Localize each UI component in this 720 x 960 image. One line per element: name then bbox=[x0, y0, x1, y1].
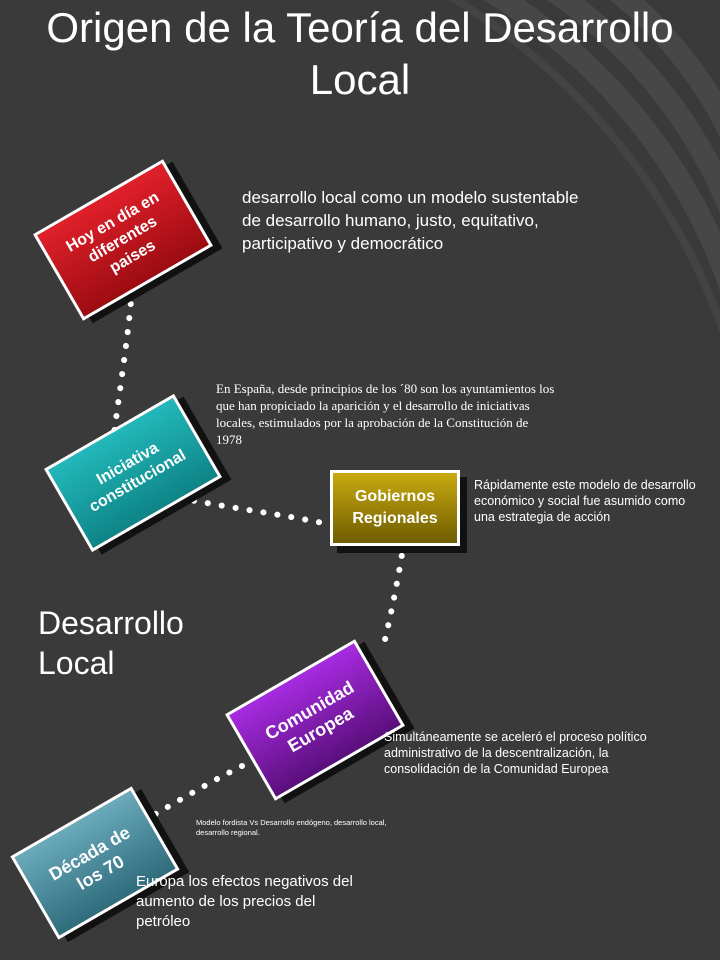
connector-gobiernos-comunidad bbox=[379, 539, 407, 655]
fordista-note: Modelo fordista Vs Desarrollo endógeno, … bbox=[196, 818, 387, 837]
box-gobiernos-regionales: Gobiernos Regionales bbox=[330, 470, 460, 546]
box-gobiernos-label: Gobiernos Regionales bbox=[352, 488, 438, 527]
gobiernos-description: Rápidamente este modelo de desarrollo ec… bbox=[474, 478, 696, 524]
connector-comunidad-decada bbox=[149, 763, 245, 819]
comunidad-description: Simultáneamente se aceleró el proceso po… bbox=[384, 730, 647, 776]
desarrollo-local-label: Desarrollo Local bbox=[38, 605, 184, 681]
hoy-description: desarrollo local como un modelo sustenta… bbox=[242, 188, 579, 253]
page-title: Origen de la Teoría del Desarrollo Local bbox=[46, 4, 674, 103]
iniciativa-description: En España, desde principios de los ´80 s… bbox=[216, 381, 555, 447]
decada-description: Europa los efectos negativos del aumento… bbox=[136, 873, 353, 930]
decorative-arcs bbox=[482, 0, 720, 292]
